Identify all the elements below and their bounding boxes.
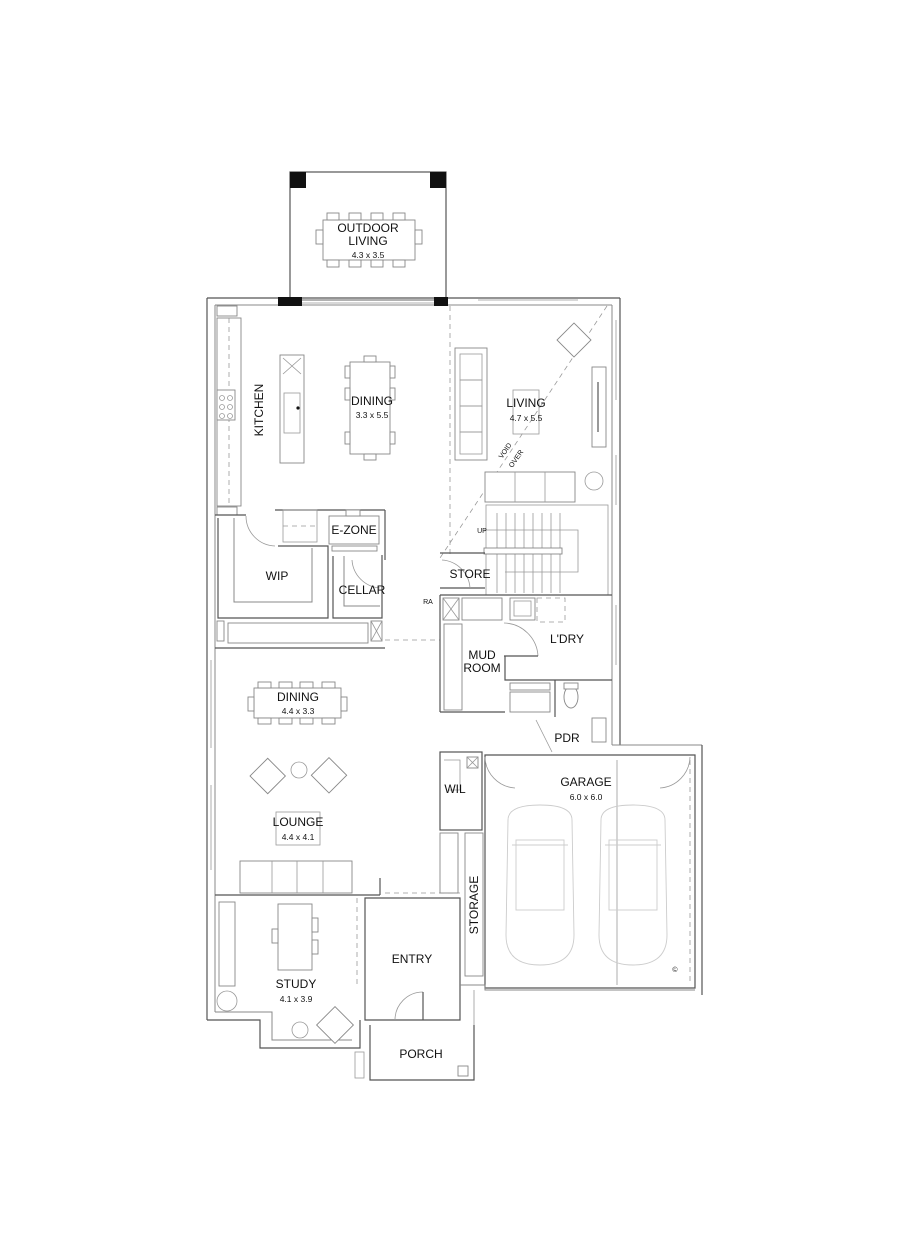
room-label-wip: WIP [266, 569, 289, 583]
dining-upper-area: DINING 3.3 x 5.5 [344, 355, 396, 461]
room-label-storage: STORAGE [467, 876, 481, 934]
exterior-walls [206, 297, 621, 1020]
room-dims-outdoor-living: 4.3 x 3.5 [352, 250, 385, 260]
study-area: STUDY 4.1 x 3.9 [207, 898, 361, 1049]
room-label-e-zone: E-ZONE [331, 523, 376, 537]
room-label-dining-upper: DINING [351, 394, 393, 408]
outdoor-dining-table [315, 212, 423, 268]
entry-area: ENTRY [364, 897, 461, 1021]
room-label-store: STORE [449, 567, 490, 581]
room-label-mud-room: MUD [468, 648, 496, 662]
room-dims-dining-lower: 4.4 x 3.3 [282, 706, 315, 716]
porch-area: PORCH [354, 984, 695, 1081]
room-label-entry: ENTRY [392, 952, 432, 966]
room-dims-living: 4.7 x 5.5 [510, 413, 543, 423]
room-dims-study: 4.1 x 3.9 [280, 994, 313, 1004]
room-label-garage: GARAGE [560, 775, 611, 789]
room-label-dining-lower: DINING [277, 690, 319, 704]
dining-lower-area: DINING 4.4 x 3.3 [247, 681, 348, 725]
room-label-cellar: CELLAR [339, 583, 386, 597]
room-label-study: STUDY [276, 977, 317, 991]
return-air-label: RA [423, 599, 433, 606]
outdoor-living-area: OUTDOOR LIVING 4.3 x 3.5 [289, 171, 447, 301]
pantry-zone: E-ZONE WIP CELLAR [215, 509, 440, 649]
stair-area: UP STORE RA [423, 504, 609, 606]
room-label-lounge: LOUNGE [273, 815, 324, 829]
void-label-2: OVER [508, 449, 525, 469]
wil-storage-zone: WIL STORAGE [439, 751, 484, 977]
room-label-mud-room-2: ROOM [463, 661, 500, 675]
garage-area: GARAGE 6.0 x 6.0 © [484, 744, 703, 995]
car-right [598, 804, 668, 966]
kitchen-area: KITCHEN [216, 305, 305, 516]
room-label-outdoor-living-2: LIVING [348, 234, 387, 248]
room-label-pdr: PDR [554, 731, 580, 745]
room-label-living: LIVING [506, 396, 545, 410]
room-label-porch: PORCH [399, 1047, 442, 1061]
room-label-kitchen: KITCHEN [252, 384, 266, 437]
copyright-mark: © [672, 966, 678, 974]
room-dims-lounge: 4.4 x 4.1 [282, 832, 315, 842]
room-label-laundry: L'DRY [550, 632, 584, 646]
service-zone: L'DRY MUD ROOM PDR [439, 594, 612, 753]
car-left [505, 804, 575, 966]
stair-up-label: UP [477, 528, 487, 535]
living-area: LIVING 4.7 x 5.5 VOID OVER [439, 305, 608, 559]
room-dims-garage: 6.0 x 6.0 [570, 792, 603, 802]
room-label-outdoor-living: OUTDOOR [337, 221, 399, 235]
room-dims-dining-upper: 3.3 x 5.5 [356, 410, 389, 420]
room-label-wil: WIL [444, 782, 466, 796]
lounge-area: LOUNGE 4.4 x 4.1 [215, 756, 460, 896]
